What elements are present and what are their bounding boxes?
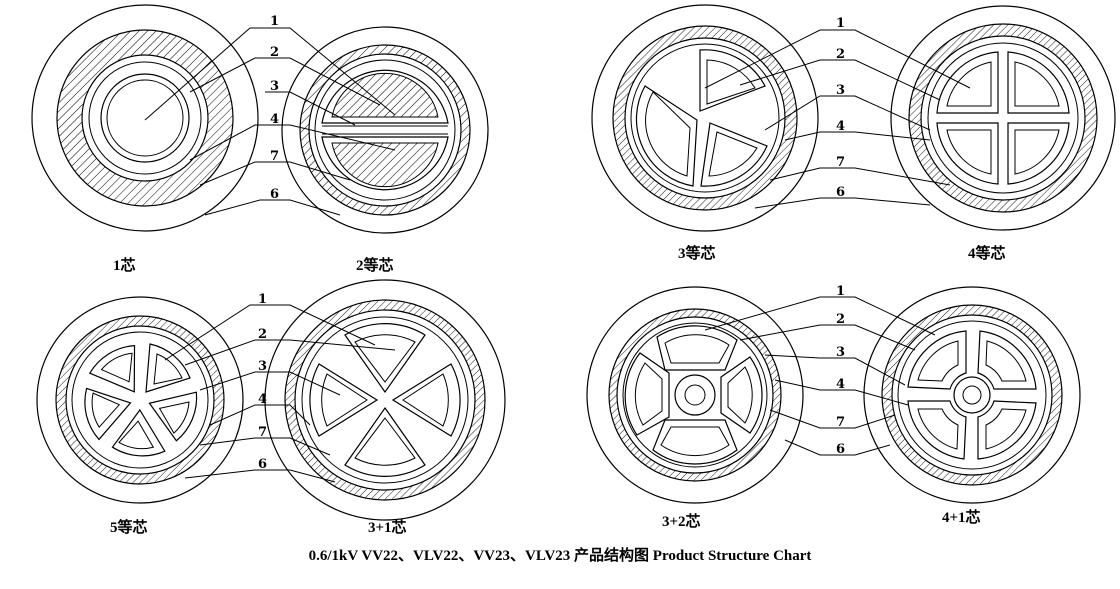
cable-4-core <box>890 5 1116 231</box>
label-3: 3 <box>836 83 845 98</box>
label-7: 7 <box>836 415 845 430</box>
labels-group-3: 1 2 3 4 7 6 <box>258 292 267 472</box>
cable-4p1-core <box>863 286 1081 504</box>
label-3: 3 <box>258 359 267 374</box>
caption-4p1-core: 4+1芯 <box>942 508 981 526</box>
labels-group-4: 1 2 3 4 7 6 <box>836 284 845 457</box>
label-4: 4 <box>836 119 845 134</box>
caption-3p1-core: 3+1芯 <box>368 518 407 536</box>
label-2: 2 <box>836 47 845 62</box>
leader-lines-group-2 <box>704 29 971 209</box>
label-1: 1 <box>836 284 845 299</box>
label-6: 6 <box>258 457 267 472</box>
label-3: 3 <box>270 79 279 94</box>
cable-1-core <box>31 4 259 232</box>
label-7: 7 <box>258 425 267 440</box>
caption-5-core: 5等芯 <box>110 518 148 536</box>
label-6: 6 <box>836 185 845 200</box>
label-4: 4 <box>258 392 267 407</box>
label-6: 6 <box>270 187 279 202</box>
labels-group-1: 1 2 3 4 7 6 <box>270 14 279 202</box>
label-1: 1 <box>258 292 267 307</box>
leader-lines-group-3 <box>164 304 396 483</box>
cable-3p1-core <box>264 279 506 521</box>
leader-lines-group-1 <box>144 27 396 216</box>
cable-5-core <box>36 296 244 504</box>
label-2: 2 <box>258 327 267 342</box>
label-1: 1 <box>270 14 279 29</box>
cable-3-core <box>591 4 819 232</box>
caption-2-core: 2等芯 <box>356 256 394 274</box>
label-6: 6 <box>836 442 845 457</box>
caption-3-core: 3等芯 <box>678 244 716 262</box>
caption-1-core: 1芯 <box>113 256 136 274</box>
label-7: 7 <box>270 149 279 164</box>
label-2: 2 <box>836 312 845 327</box>
label-1: 1 <box>836 16 845 31</box>
label-2: 2 <box>270 45 279 60</box>
label-3: 3 <box>836 345 845 360</box>
diagram-title: 0.6/1kV VV22、VLV22、VV23、VLV23 产品结构图 Prod… <box>309 546 812 564</box>
leader-lines-group-4 <box>704 296 936 456</box>
label-4: 4 <box>836 377 845 392</box>
caption-4-core: 4等芯 <box>968 244 1006 262</box>
label-4: 4 <box>270 112 279 127</box>
label-7: 7 <box>836 155 845 170</box>
caption-3p2-core: 3+2芯 <box>662 512 701 530</box>
cable-2-core <box>281 26 489 234</box>
labels-group-2: 1 2 3 4 7 6 <box>836 16 845 200</box>
cable-3p2-core <box>586 286 804 504</box>
